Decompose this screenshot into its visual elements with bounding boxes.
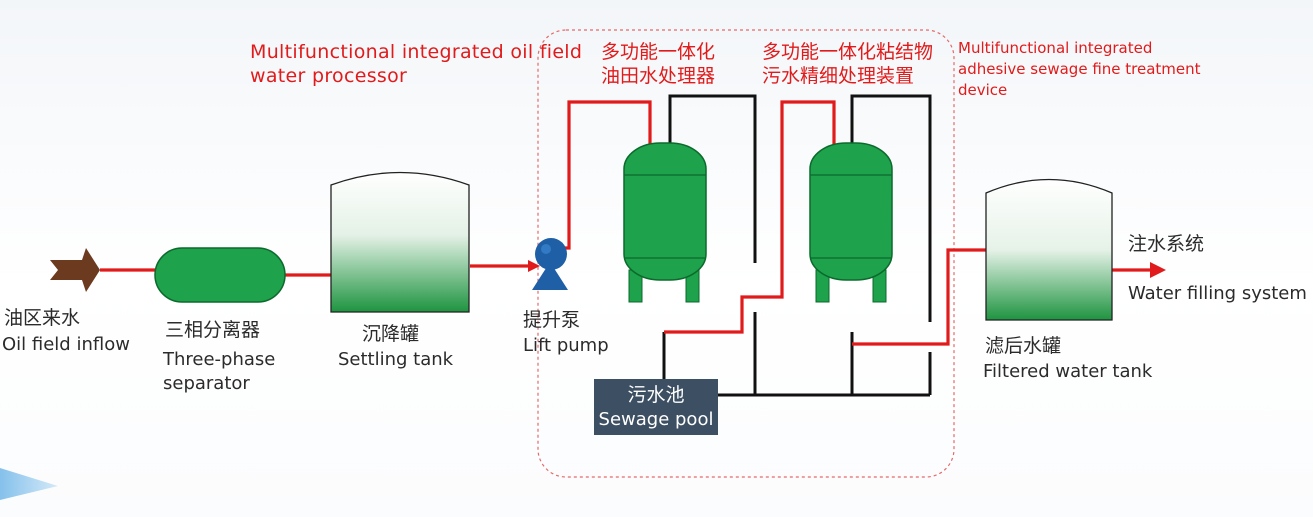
filtered-tank-label-en: Filtered water tank	[983, 361, 1153, 382]
settling-tank	[330, 171, 470, 313]
filtered-tank-label-cn: 滤后水罐	[985, 335, 1062, 357]
processor-en-line1: Multifunctional integrated oil field	[250, 41, 583, 63]
injection-arrowhead	[1150, 262, 1166, 278]
treatment-vessel-1	[623, 142, 707, 303]
lift-pump-icon	[532, 238, 568, 290]
sewage-pool: 污水池 Sewage pool	[594, 379, 718, 435]
fine-device-cn-line1: 多功能一体化粘结物	[762, 41, 934, 63]
red-pipes	[100, 100, 1150, 346]
sewage-pool-label-cn: 污水池	[627, 384, 685, 406]
injection-label-cn: 注水系统	[1128, 233, 1205, 255]
separator-label-cn: 三相分离器	[165, 319, 261, 341]
inflow-label-cn: 油区来水	[4, 307, 81, 329]
three-phase-separator	[154, 247, 286, 303]
decorative-swoosh	[0, 468, 58, 500]
processor-cn-line2: 油田水处理器	[601, 65, 716, 87]
inflow-label-en: Oil field inflow	[2, 334, 130, 355]
fine-device-en-line3: device	[958, 81, 1008, 99]
processor-en-line2: water processor	[250, 65, 408, 87]
processor-cn-line1: 多功能一体化	[601, 41, 716, 63]
separator-label-en-line2: separator	[163, 373, 250, 394]
filtered-water-tank	[985, 178, 1113, 321]
separator-label-en-line1: Three-phase	[163, 349, 276, 370]
fine-device-cn-line2: 污水精细处理装置	[762, 65, 915, 87]
sewage-pool-label-en: Sewage pool	[598, 409, 714, 430]
settling-label-cn: 沉降罐	[362, 323, 420, 345]
treatment-vessel-2	[809, 142, 893, 303]
inflow-arrow-icon	[50, 248, 100, 292]
settling-to-pump-arrowhead	[528, 260, 540, 272]
fine-device-en-line2: adhesive sewage fine treatment	[958, 60, 1201, 78]
equipment-boundary	[537, 29, 955, 478]
settling-label-en: Settling tank	[338, 349, 454, 370]
fine-device-en-line1: Multifunctional integrated	[958, 39, 1153, 57]
injection-label-en: Water filling system	[1128, 283, 1307, 304]
pump-label-en: Lift pump	[523, 335, 609, 356]
pump-label-cn: 提升泵	[523, 309, 581, 331]
